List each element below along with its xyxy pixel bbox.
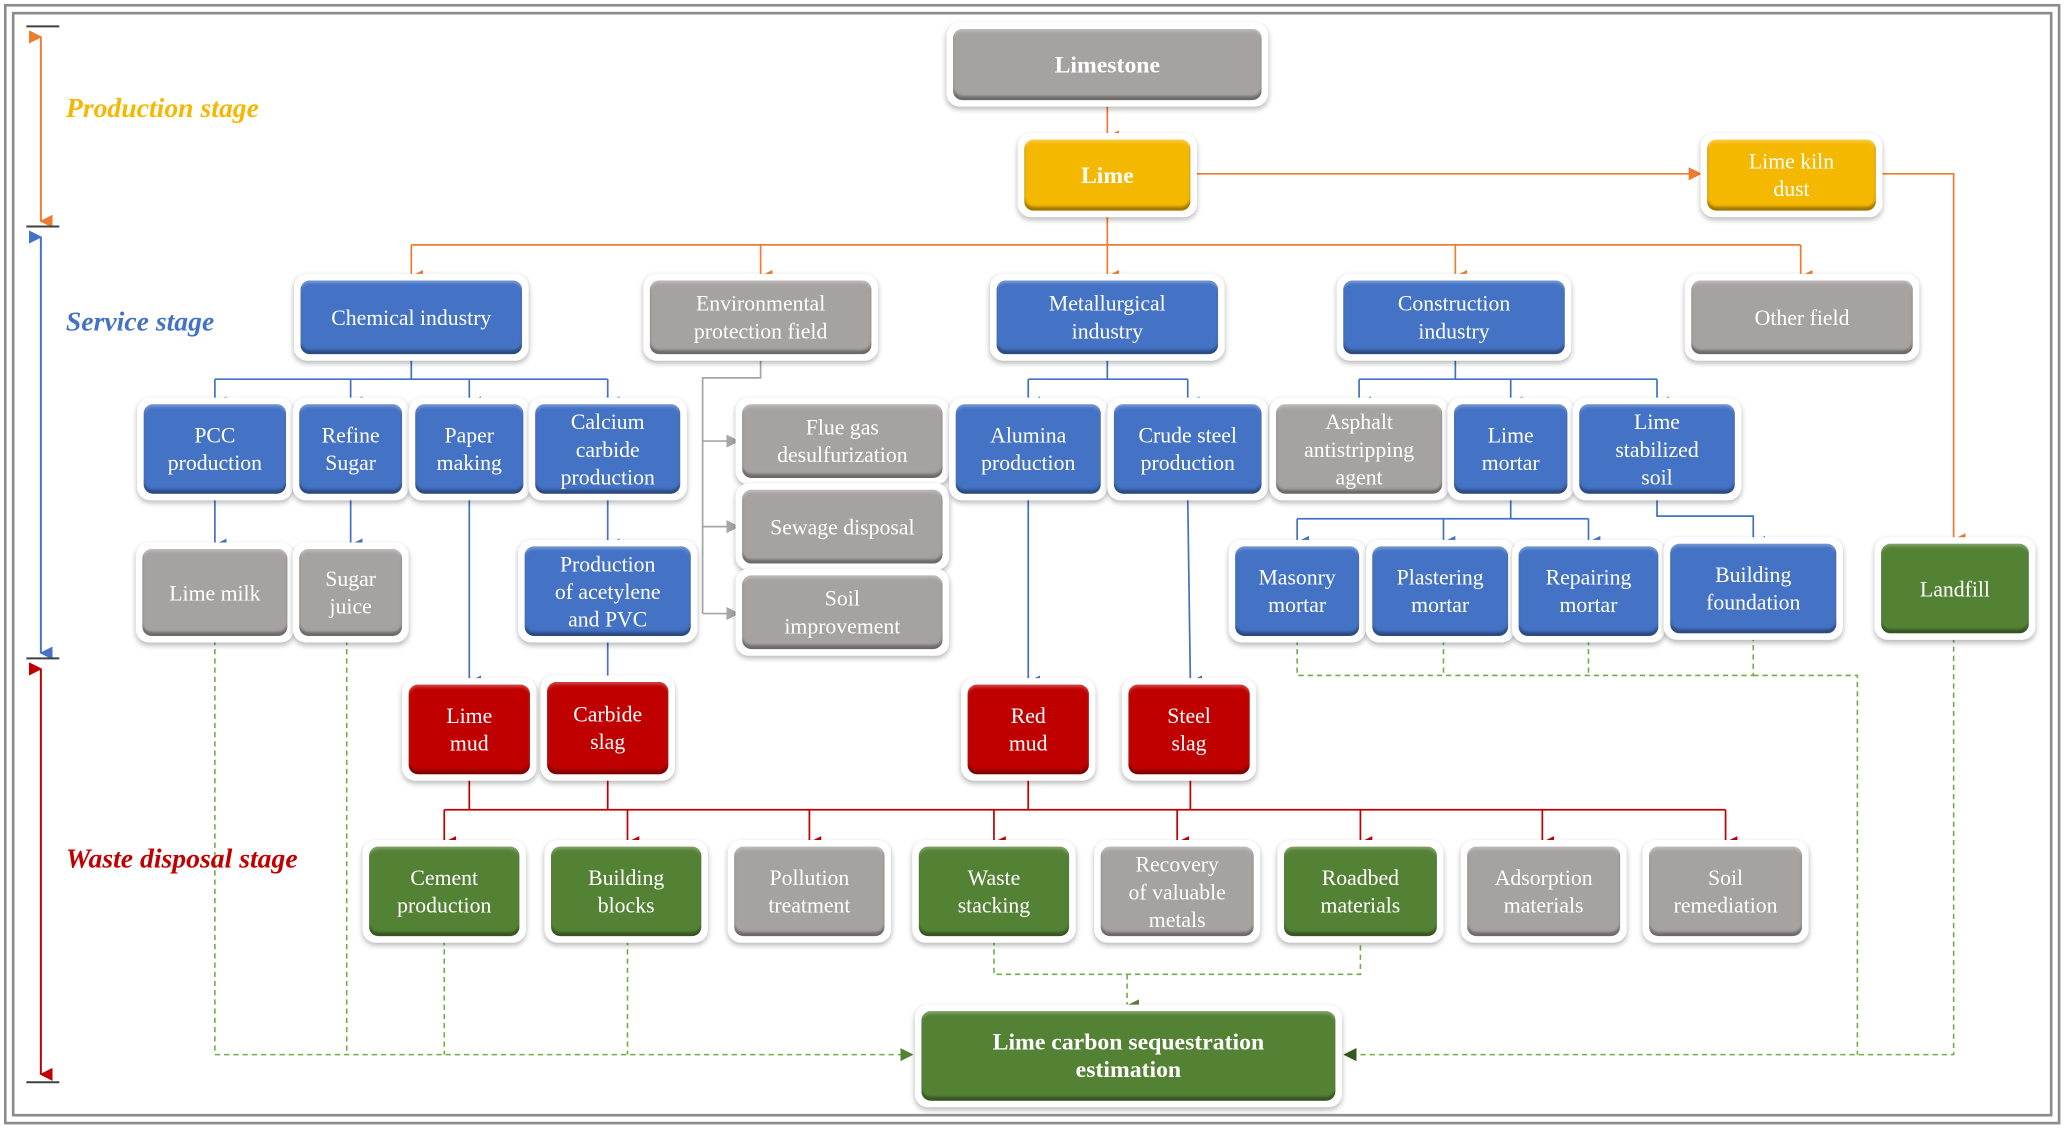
node-pcc-production-label: PCC production xyxy=(143,404,287,494)
node-adsorption-materials[interactable]: Adsorption materials xyxy=(1460,840,1627,943)
node-calcium-carbide-production-label: Calcium carbide production xyxy=(535,404,681,494)
node-lime-milk[interactable]: Lime milk xyxy=(135,542,294,643)
node-limestone[interactable]: Limestone xyxy=(946,22,1269,107)
waste-links xyxy=(442,779,1738,850)
node-crude-steel-production[interactable]: Crude steel production xyxy=(1107,397,1269,501)
node-paper-making-label: Paper making xyxy=(415,404,524,494)
node-alumina-production[interactable]: Alumina production xyxy=(949,397,1108,501)
outer-frame xyxy=(3,3,2061,1125)
node-soil-remediation[interactable]: Soil remediation xyxy=(1642,840,1809,943)
production-links xyxy=(409,102,1966,547)
node-lime-stabilized-soil[interactable]: Lime stabilized soil xyxy=(1572,397,1742,501)
node-sugar-juice[interactable]: Sugar juice xyxy=(292,542,409,643)
node-soil-improvement[interactable]: Soil improvement xyxy=(735,568,950,656)
waste-stage-label: Waste disposal stage xyxy=(65,842,298,875)
inner-frame xyxy=(11,11,2053,1117)
node-chemical-industry[interactable]: Chemical industry xyxy=(293,273,529,361)
node-red-mud-label: Red mud xyxy=(967,684,1089,775)
node-lime-mortar-label: Lime mortar xyxy=(1454,404,1568,494)
node-adsorption-materials-label: Adsorption materials xyxy=(1467,846,1621,937)
node-paper-making[interactable]: Paper making xyxy=(408,397,530,501)
node-other-field-label: Other field xyxy=(1691,280,1913,355)
node-environmental-protection-label: Environmental protection field xyxy=(649,280,872,355)
node-masonry-mortar-label: Masonry mortar xyxy=(1235,546,1360,636)
node-lime-carbon-sequestration-label: Lime carbon sequestration estimation xyxy=(921,1011,1336,1101)
node-lime-stabilized-soil-label: Lime stabilized soil xyxy=(1579,404,1735,494)
node-construction-industry-label: Construction industry xyxy=(1343,280,1565,355)
node-flue-gas-desulfurization-label: Flue gas desulfurization xyxy=(742,404,943,478)
node-acetylene-pvc-label: Production of acetylene and PVC xyxy=(524,546,691,636)
node-sewage-disposal-label: Sewage disposal xyxy=(742,489,943,564)
production-stage-label: Production stage xyxy=(65,92,259,124)
node-lime-kiln-dust-label: Lime kiln dust xyxy=(1707,139,1876,211)
stage-axis xyxy=(26,25,60,1084)
carbon-estimation-links xyxy=(214,637,1955,1062)
node-environmental-protection[interactable]: Environmental protection field xyxy=(643,273,878,361)
node-roadbed-materials[interactable]: Roadbed materials xyxy=(1277,840,1444,943)
node-building-blocks-label: Building blocks xyxy=(551,846,702,937)
node-recovery-valuable-metals[interactable]: Recovery of valuable metals xyxy=(1094,840,1261,943)
service-stage-label: Service stage xyxy=(65,305,215,338)
node-landfill-label: Landfill xyxy=(1881,543,2029,634)
node-steel-slag[interactable]: Steel slag xyxy=(1121,678,1257,781)
node-calcium-carbide-production[interactable]: Calcium carbide production xyxy=(528,397,687,501)
node-refine-sugar-label: Refine Sugar xyxy=(299,404,403,494)
node-plastering-mortar-label: Plastering mortar xyxy=(1372,546,1509,636)
node-cement-production[interactable]: Cement production xyxy=(362,840,526,943)
node-limestone-label: Limestone xyxy=(953,28,1262,101)
node-soil-improvement-label: Soil improvement xyxy=(742,575,943,650)
node-lime[interactable]: Lime xyxy=(1017,132,1197,218)
node-masonry-mortar[interactable]: Masonry mortar xyxy=(1228,539,1366,643)
node-soil-remediation-label: Soil remediation xyxy=(1649,846,1803,937)
node-pollution-treatment-label: Pollution treatment xyxy=(734,846,885,937)
node-cement-production-label: Cement production xyxy=(369,846,520,937)
node-plastering-mortar[interactable]: Plastering mortar xyxy=(1365,539,1515,643)
node-lime-mortar[interactable]: Lime mortar xyxy=(1447,397,1574,501)
node-landfill[interactable]: Landfill xyxy=(1874,537,2036,640)
node-crude-steel-production-label: Crude steel production xyxy=(1113,404,1262,494)
node-construction-industry[interactable]: Construction industry xyxy=(1336,273,1572,361)
node-chemical-industry-label: Chemical industry xyxy=(300,280,523,355)
node-lime-label: Lime xyxy=(1024,139,1191,211)
node-acetylene-pvc[interactable]: Production of acetylene and PVC xyxy=(518,539,698,643)
node-carbide-slag[interactable]: Carbide slag xyxy=(540,675,675,781)
node-other-field[interactable]: Other field xyxy=(1684,273,1920,361)
node-building-foundation[interactable]: Building foundation xyxy=(1663,537,1843,640)
node-waste-stacking[interactable]: Waste stacking xyxy=(912,840,1076,943)
node-lime-carbon-sequestration[interactable]: Lime carbon sequestration estimation xyxy=(914,1004,1342,1108)
node-lime-milk-label: Lime milk xyxy=(142,549,288,636)
node-building-blocks[interactable]: Building blocks xyxy=(544,840,708,943)
node-building-foundation-label: Building foundation xyxy=(1670,543,1837,634)
node-pollution-treatment[interactable]: Pollution treatment xyxy=(727,840,892,943)
environmental-links xyxy=(701,358,762,621)
node-lime-mud[interactable]: Lime mud xyxy=(402,678,537,781)
node-pcc-production[interactable]: PCC production xyxy=(137,397,293,501)
node-carbide-slag-label: Carbide slag xyxy=(547,682,669,775)
node-sugar-juice-label: Sugar juice xyxy=(299,549,403,636)
node-repairing-mortar-label: Repairing mortar xyxy=(1518,546,1659,636)
node-flue-gas-desulfurization[interactable]: Flue gas desulfurization xyxy=(735,397,950,485)
node-metallurgical-industry-label: Metallurgical industry xyxy=(996,280,1219,355)
node-lime-mud-label: Lime mud xyxy=(408,684,530,775)
node-repairing-mortar[interactable]: Repairing mortar xyxy=(1512,539,1665,643)
node-asphalt-antistripping-agent[interactable]: Asphalt antistripping agent xyxy=(1269,397,1449,501)
node-asphalt-antistripping-agent-label: Asphalt antistripping agent xyxy=(1276,404,1443,494)
node-waste-stacking-label: Waste stacking xyxy=(918,846,1070,937)
node-roadbed-materials-label: Roadbed materials xyxy=(1283,846,1437,937)
node-alumina-production-label: Alumina production xyxy=(955,404,1101,494)
node-red-mud[interactable]: Red mud xyxy=(960,678,1096,781)
node-steel-slag-label: Steel slag xyxy=(1128,684,1250,775)
node-recovery-valuable-metals-label: Recovery of valuable metals xyxy=(1100,846,1254,937)
service-links xyxy=(213,358,1766,689)
node-lime-kiln-dust[interactable]: Lime kiln dust xyxy=(1700,132,1883,218)
node-refine-sugar[interactable]: Refine Sugar xyxy=(292,397,409,501)
node-sewage-disposal[interactable]: Sewage disposal xyxy=(735,483,950,571)
node-metallurgical-industry[interactable]: Metallurgical industry xyxy=(989,273,1225,361)
